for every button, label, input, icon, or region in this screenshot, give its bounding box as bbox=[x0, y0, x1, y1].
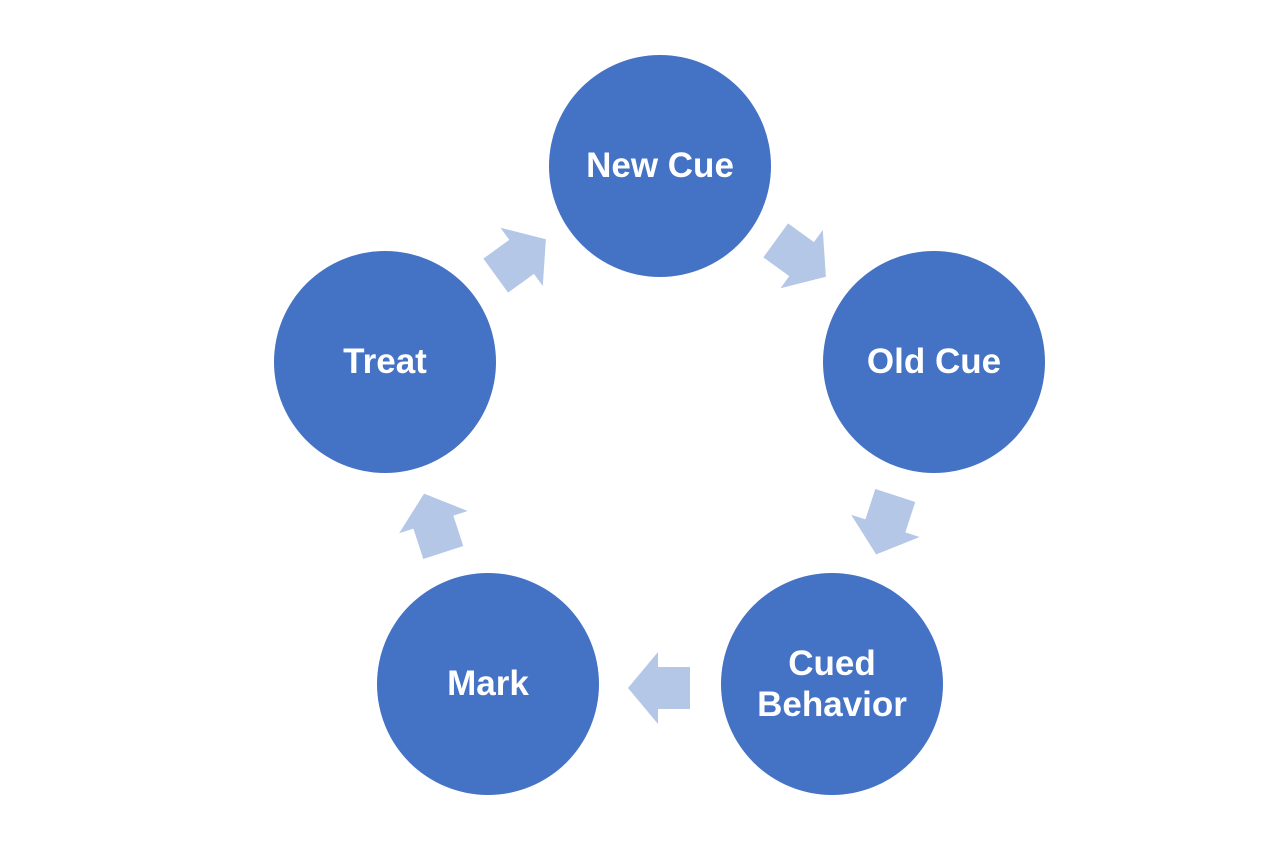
arrow-right-icon bbox=[399, 493, 468, 560]
arrow-right-icon bbox=[483, 227, 546, 293]
node-cued-behavior-label: Cued Behavior bbox=[757, 643, 907, 724]
node-old-cue: Old Cue bbox=[823, 251, 1045, 473]
node-new-cue-label: New Cue bbox=[586, 146, 734, 186]
node-old-cue-label: Old Cue bbox=[866, 342, 1002, 382]
node-new-cue: New Cue bbox=[549, 55, 771, 277]
node-cued-behavior: Cued Behavior bbox=[721, 573, 943, 795]
cycle-arrow-mark-to-treat bbox=[399, 493, 468, 560]
arrow-right-icon bbox=[763, 223, 826, 289]
node-treat-label: Treat bbox=[343, 342, 427, 382]
cycle-arrow-old-cue-to-cued-behavior bbox=[851, 488, 920, 555]
cycle-arrow-treat-to-new-cue bbox=[483, 227, 546, 293]
arrow-right-icon bbox=[628, 652, 690, 724]
cycle-arrow-cued-behavior-to-mark bbox=[628, 652, 690, 724]
node-treat: Treat bbox=[274, 251, 496, 473]
cycle-arrow-new-cue-to-old-cue bbox=[763, 223, 826, 289]
arrow-right-icon bbox=[851, 488, 920, 555]
node-mark: Mark bbox=[377, 573, 599, 795]
node-mark-label: Mark bbox=[447, 664, 529, 704]
